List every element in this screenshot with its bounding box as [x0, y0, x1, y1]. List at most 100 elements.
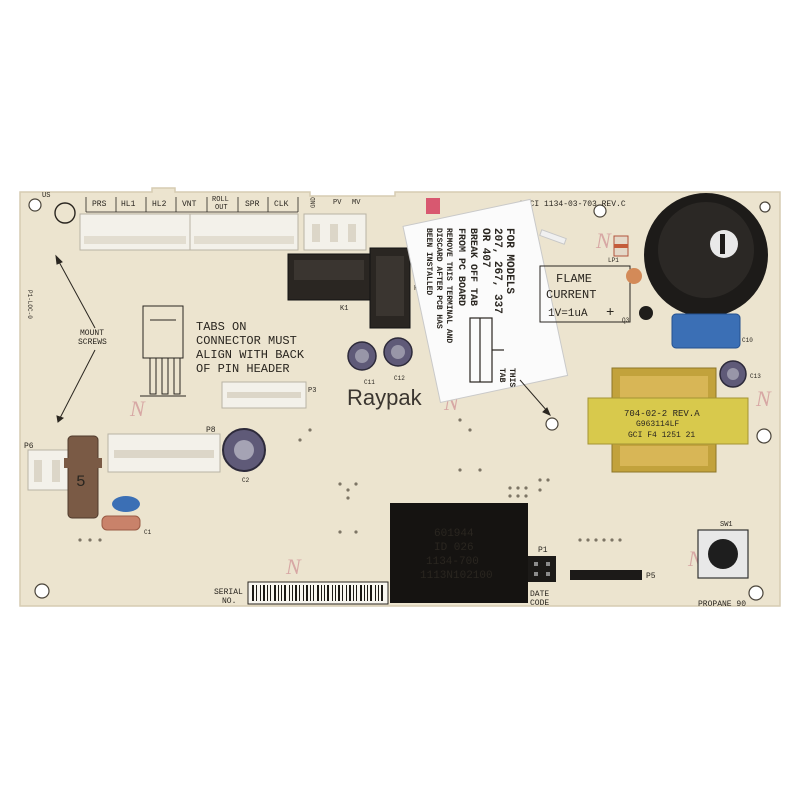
barcode-bar: [332, 585, 333, 601]
label-hl1: HL1: [121, 200, 136, 209]
barcode-bar: [310, 585, 311, 601]
flame-label-2: CURRENT: [546, 288, 596, 302]
p5-label: P5: [646, 572, 656, 581]
component-lp1: [613, 235, 629, 257]
blue-ceramic-cap: [112, 496, 140, 512]
c10-label: C10: [742, 337, 753, 344]
tabs-note-line1: TABS ON: [196, 320, 246, 334]
solder-pad: [78, 538, 82, 542]
barcode-bar: [292, 585, 293, 601]
solder-pad: [346, 488, 350, 492]
solder-pad: [618, 538, 622, 542]
solder-pad: [524, 486, 528, 490]
label-mv: MV: [352, 199, 361, 207]
fuse: [64, 435, 102, 519]
chip-line-1: 601944: [434, 528, 474, 540]
sticker-tab-diagram: [469, 317, 504, 383]
label-spr: SPR: [245, 200, 260, 209]
sticker-tab-label-2: TAB: [497, 368, 506, 383]
solder-pad: [578, 538, 582, 542]
solder-pad: [610, 538, 614, 542]
top-connector-labels: PRS HL1 HL2 VNT ROLL OUT SPR CLK GND PV …: [92, 196, 361, 212]
sticker-line-8: BEEN INSTALLED: [424, 228, 433, 295]
c13-label: C13: [750, 373, 761, 380]
fuse-mark: 5: [76, 473, 86, 491]
chip-line-4: 1113N102100: [420, 570, 493, 582]
solder-pad: [602, 538, 606, 542]
solder-pad: [586, 538, 590, 542]
label-prs: PRS: [92, 200, 107, 209]
p6-connector: [27, 449, 71, 491]
barcode-bar: [364, 585, 365, 601]
barcode-bar: [313, 585, 314, 601]
solder-pad: [354, 530, 358, 534]
solder-pad: [508, 494, 512, 498]
svg-text:N: N: [285, 554, 302, 579]
sticker-line-4: BREAK OFF TAB: [467, 228, 478, 306]
barcode-bar: [281, 585, 282, 601]
q3-label: Q3: [622, 317, 630, 324]
label-clk: CLK: [274, 200, 289, 209]
sticker-line-5: FROM PC BOARD: [455, 228, 466, 306]
solder-pad: [508, 486, 512, 490]
barcode-bar: [260, 585, 261, 601]
solder-pad: [298, 438, 302, 442]
barcode-bar: [303, 585, 304, 601]
solder-pad: [468, 428, 472, 432]
sw1-label: SW1: [720, 521, 733, 529]
barcode-bar: [342, 585, 343, 601]
sticker-line-2: 207, 267, 337: [491, 228, 503, 314]
label-vnt: VNT: [182, 200, 197, 209]
solder-pad: [538, 478, 542, 482]
barcode-bar: [353, 585, 354, 601]
solder-pad: [524, 494, 528, 498]
tabs-note-line3: ALIGN WITH BACK: [196, 348, 305, 362]
capacitor-c1: [101, 515, 141, 531]
barcode-bar: [346, 585, 347, 601]
orange-disc-cap: [626, 268, 642, 284]
solder-pad: [338, 530, 342, 534]
barcode-bar: [299, 585, 300, 601]
label-pv: PV: [333, 199, 342, 207]
barcode-bar: [295, 585, 297, 601]
barcode-bar: [378, 585, 379, 601]
control-chip: [390, 503, 528, 603]
capacitor-c12: [383, 337, 413, 367]
red-sticker-tab: [426, 198, 440, 214]
tabs-note-line4: OF PIN HEADER: [196, 362, 290, 376]
white-tab-lead: [539, 229, 567, 245]
valve-connector: [303, 213, 367, 251]
solder-pad: [516, 486, 520, 490]
mount-screws-line1: MOUNT: [80, 329, 104, 338]
c11-label: C11: [364, 379, 375, 386]
relay-k2: [369, 247, 411, 329]
date-code-line1: DATE: [530, 590, 549, 599]
solder-pad: [538, 488, 542, 492]
sticker-line-7: DISCARD AFTER PCB HAS: [434, 228, 443, 329]
mount-screws-arrows: [55, 254, 96, 423]
mount-holes: [28, 198, 772, 601]
c1-label: C1: [144, 529, 152, 536]
solder-pad: [546, 478, 550, 482]
capacitor-c2: [222, 428, 266, 472]
ignitor-buzzer: [644, 193, 768, 317]
capacitor-c13: [719, 360, 747, 388]
barcode-bar: [252, 585, 254, 601]
solder-pads: [78, 418, 622, 542]
p8-label: P8: [206, 426, 216, 435]
relay-k1-label: K1: [340, 305, 348, 313]
barcode-bar: [289, 585, 290, 601]
barcode-bar: [256, 585, 257, 601]
barcode-bar: [317, 585, 319, 601]
barcode-bar: [263, 585, 265, 601]
date-code-line2: CODE: [530, 599, 549, 608]
part-header: HSCI 1134-03-703 REV.C: [520, 200, 626, 209]
svg-text:N: N: [755, 386, 772, 411]
barcode-bar: [338, 585, 340, 601]
lp1-label: LP1: [608, 257, 619, 264]
sticker-tab-label-1: THIS: [507, 368, 516, 387]
svg-text:N: N: [595, 228, 612, 253]
solder-pad: [308, 428, 312, 432]
cert-logo: [54, 202, 76, 224]
